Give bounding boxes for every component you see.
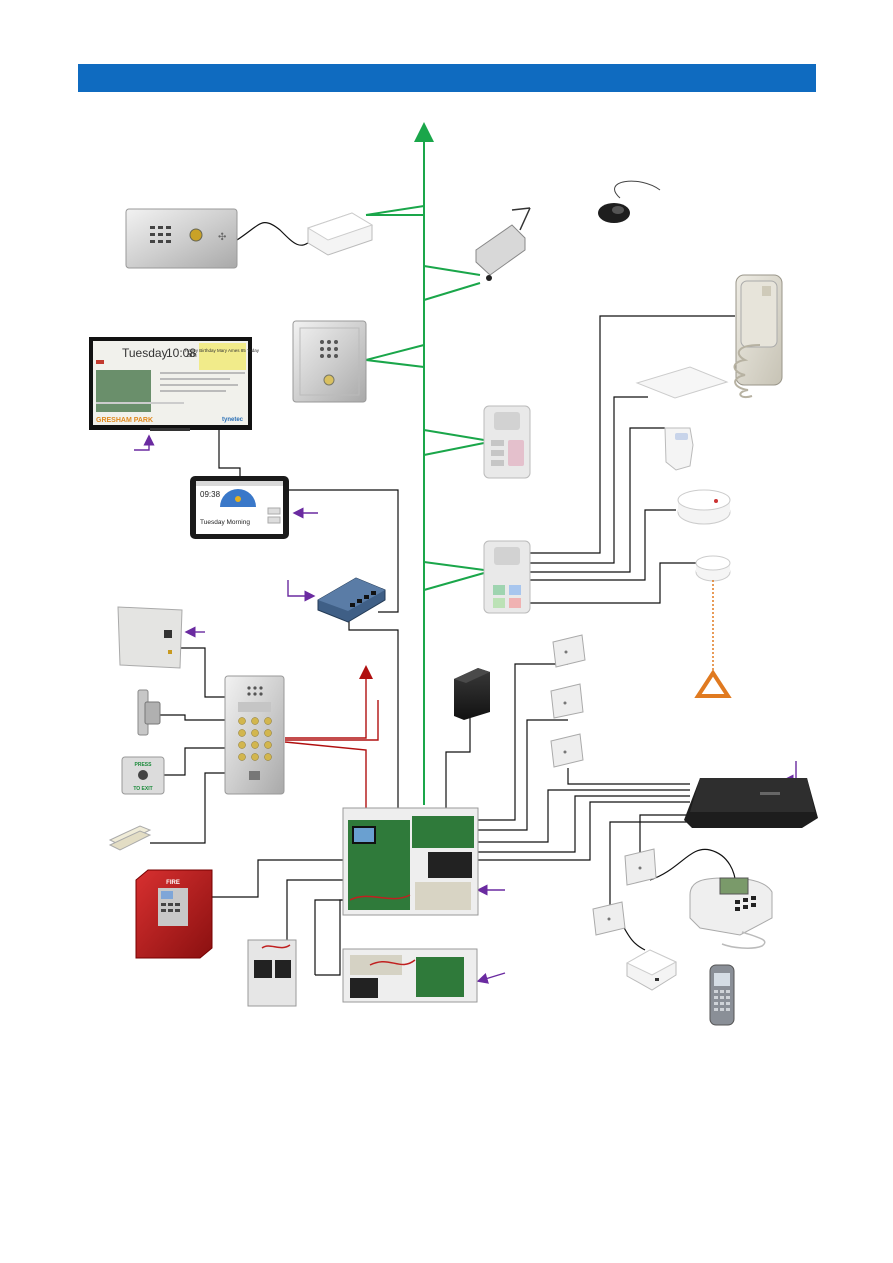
dect-base-icon xyxy=(625,949,678,991)
link-resident-unit-1 xyxy=(423,429,485,441)
wire-switch-control xyxy=(348,612,399,808)
annot-router xyxy=(782,761,797,786)
door-intercom-icon xyxy=(292,320,367,403)
junction-box-icon-3 xyxy=(550,733,584,768)
wire-battery xyxy=(286,879,345,945)
annot-screen xyxy=(134,434,155,451)
wire-fire-panel xyxy=(210,859,345,898)
wire-expansion-b xyxy=(314,899,345,975)
signage-screen-icon xyxy=(89,337,252,431)
wire-contact xyxy=(150,772,232,844)
wire-resident-smoke xyxy=(513,509,676,581)
wire-router-3 xyxy=(478,801,690,861)
link-radio-receiver xyxy=(365,205,425,216)
door-release-lines xyxy=(284,665,379,808)
wire-resident-pir xyxy=(513,427,665,573)
wire-expansion xyxy=(315,899,345,976)
junction-box-icon-2 xyxy=(550,683,584,719)
power-supply-icon xyxy=(117,606,183,669)
signage-time: 10:08 xyxy=(166,346,196,360)
wire-router-jb-dect xyxy=(609,821,690,905)
wire-jb3 xyxy=(567,768,690,785)
link-gsm-modem xyxy=(423,265,481,276)
wire-router-2 xyxy=(478,795,690,853)
radio-receiver-icon xyxy=(306,212,374,256)
wire-jb1 xyxy=(478,663,568,821)
dect-handset-icon xyxy=(709,964,735,1026)
link-door-intercom-2 xyxy=(365,359,425,368)
wire-exit xyxy=(163,747,232,776)
signage-location: GRESHAM PARK xyxy=(96,417,153,424)
link-resident-unit-2 xyxy=(423,561,485,571)
network-lines xyxy=(365,122,485,805)
wire-router-jb-phone xyxy=(639,814,690,852)
network-switch-icon xyxy=(317,577,386,623)
signage-ampm: am xyxy=(187,352,197,359)
exit-button-icon xyxy=(121,756,165,795)
junction-box-icon-1 xyxy=(552,634,586,668)
lock-release-icon xyxy=(137,689,161,736)
link-resident-unit-1b xyxy=(423,442,485,456)
pendant-icon xyxy=(598,180,661,223)
smoke-detector-icon xyxy=(677,489,731,525)
wire-drive xyxy=(445,718,471,808)
expansion-unit-icon xyxy=(342,948,478,1003)
signage-notice: Happy Birthday Mary Ames 85 Today xyxy=(185,348,260,353)
tablet-icon xyxy=(190,476,289,539)
header-bar xyxy=(78,64,816,92)
red-line-up xyxy=(285,665,373,739)
keypad-entry-panel-icon xyxy=(224,675,285,795)
wire-tablet-switch xyxy=(286,489,399,613)
annot-expansion xyxy=(476,972,506,984)
wire-resident-handset xyxy=(513,315,735,554)
handset-icon xyxy=(733,274,783,399)
signage-day: Tuesday xyxy=(122,346,168,360)
call-router-icon xyxy=(684,778,818,828)
wire-jb2 xyxy=(478,719,568,831)
signage-notice-text: Happy Birthday Mary Ames 85 Today xyxy=(185,348,260,353)
tablet-greeting: Tuesday Morning xyxy=(200,519,250,526)
telephone-icon xyxy=(689,877,773,949)
external-drive-icon xyxy=(454,668,490,720)
wire-screen-tablet xyxy=(218,430,241,476)
junction-box-icon-5 xyxy=(592,901,626,936)
resident-unit-icon xyxy=(483,405,531,479)
exit-button-top: PRESS xyxy=(135,762,153,768)
wire-lock xyxy=(160,714,232,721)
entrance-panel-icon: ✣ xyxy=(125,208,238,269)
tablet-time: 09:38 xyxy=(200,490,221,499)
door-contact-icon xyxy=(108,825,152,851)
svg-text:✣: ✣ xyxy=(218,232,226,243)
wire-entrance-panel xyxy=(236,222,313,246)
fire-panel-icon xyxy=(135,869,213,959)
control-unit-icon xyxy=(342,807,479,916)
gsm-modem-icon xyxy=(475,207,531,281)
red-line-mid xyxy=(285,700,379,741)
link-gsm-up xyxy=(423,282,481,301)
wire-resident-ceilingpir xyxy=(513,396,648,564)
wire-router-1 xyxy=(478,789,690,843)
pir-sensor-icon xyxy=(664,427,694,471)
pull-cord-icon xyxy=(694,555,732,698)
resident-unit-icon-2 xyxy=(483,540,531,614)
exit-button-bottom: TO EXIT xyxy=(133,786,152,792)
battery-backup-icon xyxy=(247,939,297,1007)
wire-psu xyxy=(177,647,232,698)
ceiling-pir-icon xyxy=(635,366,729,399)
fire-panel-label: FIRE xyxy=(166,880,180,886)
wiring xyxy=(150,222,736,976)
wire-phone-cord xyxy=(649,848,736,881)
wire-resident-pullcord xyxy=(513,562,700,604)
annot-switch xyxy=(287,580,316,602)
link-resident-unit-2b xyxy=(423,572,485,591)
red-line-control xyxy=(284,741,367,808)
junction-box-icon-4 xyxy=(624,848,657,886)
signage-brand: tynetec xyxy=(222,417,244,423)
link-door-intercom xyxy=(365,344,425,361)
